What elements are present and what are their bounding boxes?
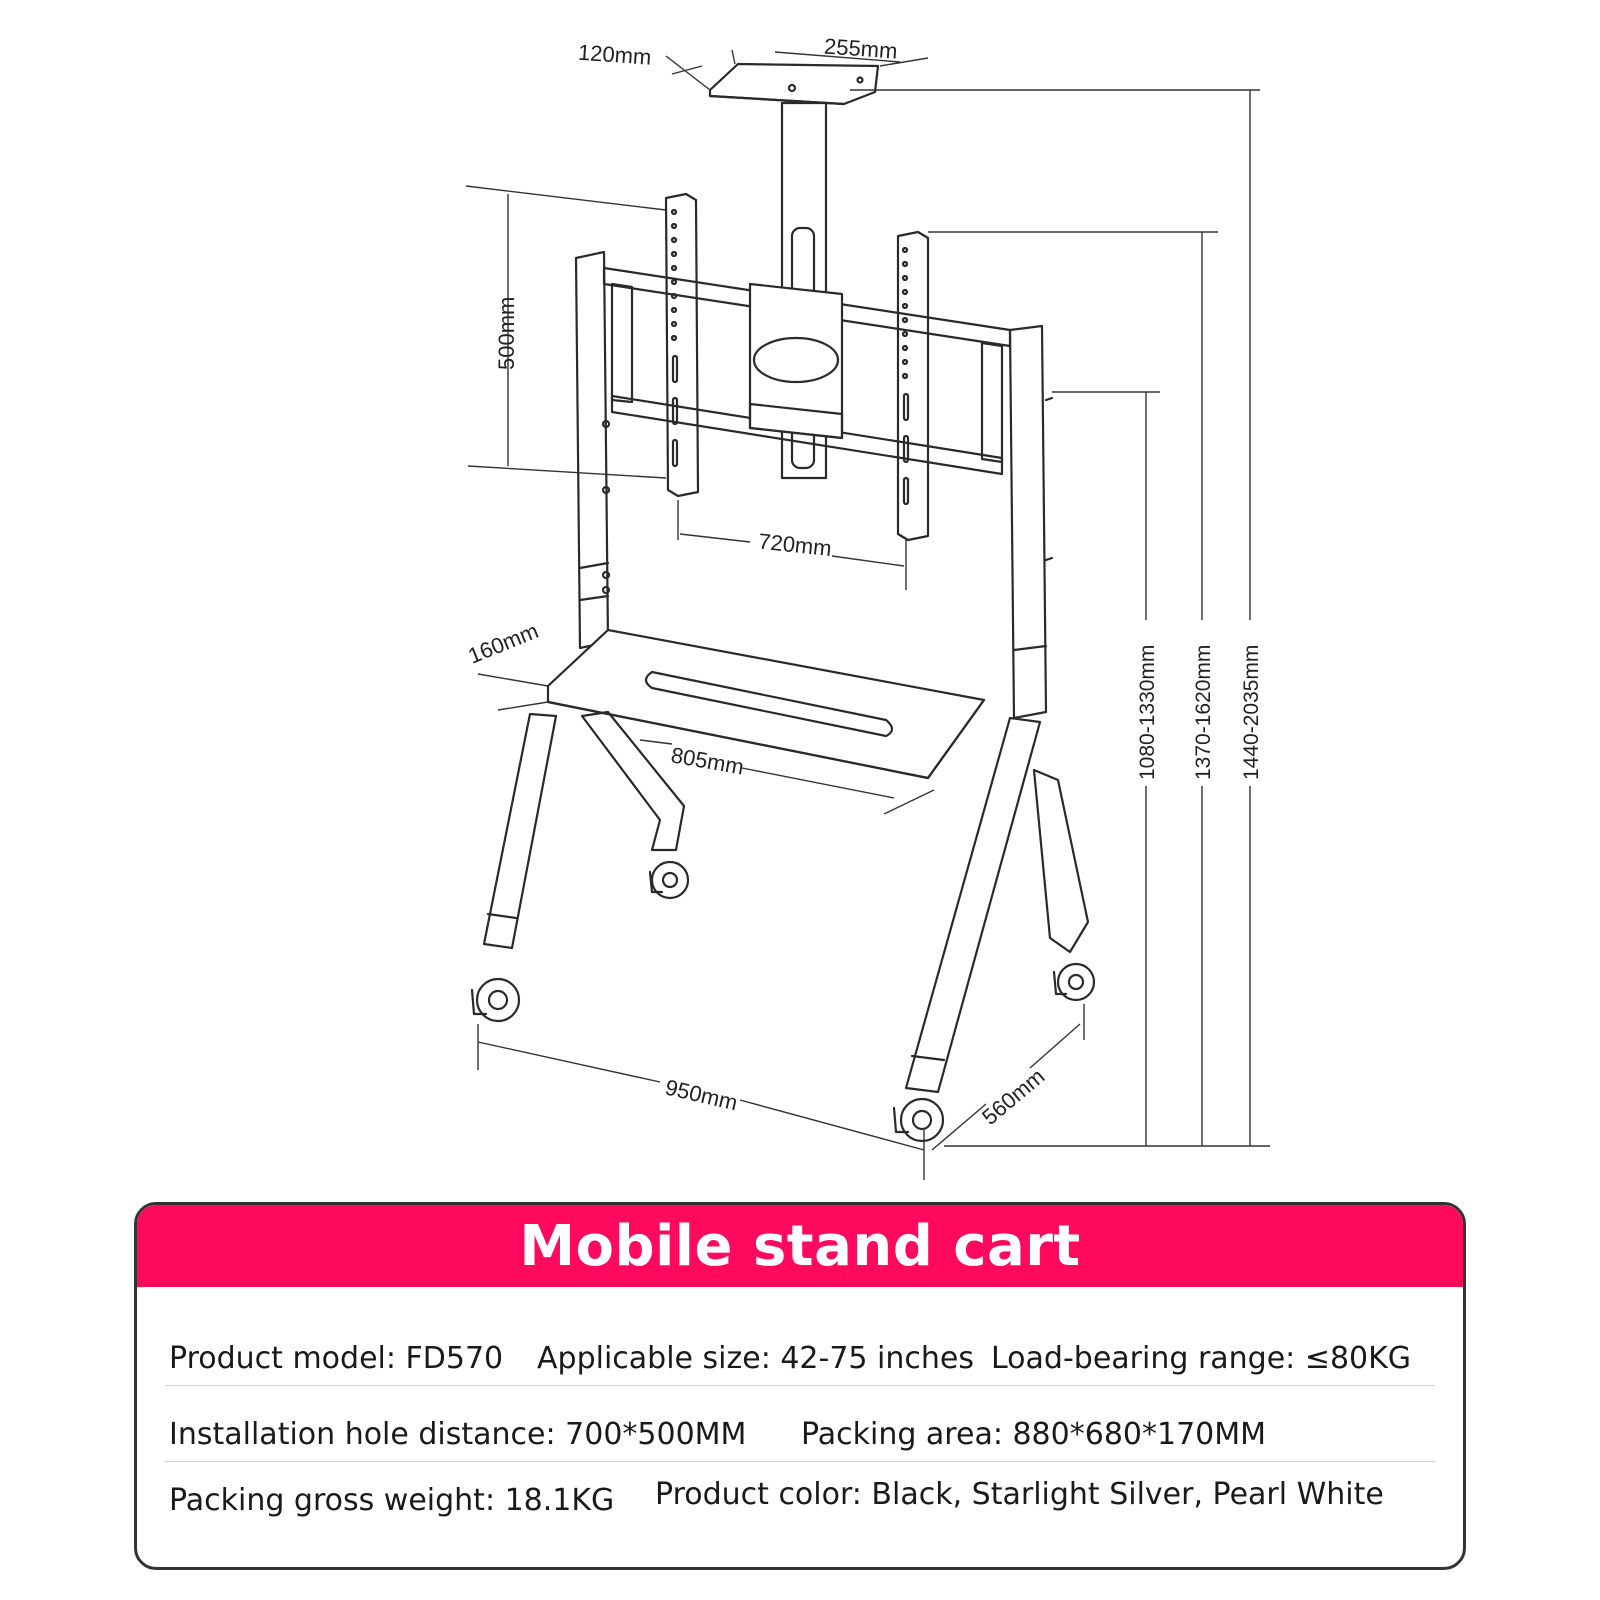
caster-wheel xyxy=(892,1097,945,1143)
dimension-lines xyxy=(465,49,1270,1180)
spec-load-bearing: Load-bearing range: ≤80KG xyxy=(991,1341,1412,1376)
left-rear-leg xyxy=(580,710,686,852)
caster-wheel xyxy=(1052,962,1096,1002)
spec-divider xyxy=(165,1385,1435,1386)
spec-panel-header: Mobile stand cart xyxy=(137,1205,1463,1287)
center-mount-plate xyxy=(748,282,844,440)
right-front-leg xyxy=(904,716,1042,1094)
dim-label-top-plate-depth: 120mm xyxy=(577,40,652,70)
spec-product-color: Product color: Black, Starlight Silver, … xyxy=(655,1477,1384,1512)
caster-wheel xyxy=(470,977,521,1023)
spec-panel-title: Mobile stand cart xyxy=(519,1213,1081,1279)
spec-gross-weight: Packing gross weight: 18.1KG xyxy=(169,1483,615,1518)
dim-label-height-range-3: 1440-2035mm xyxy=(1240,645,1263,780)
stand-cart-diagram: 120mm 255mm 500mm 720mm 160mm 805mm 950m… xyxy=(465,34,1270,1180)
dim-label-height-range-1: 1080-1330mm xyxy=(1136,645,1159,780)
shelf-tray xyxy=(546,628,986,780)
caster-wheel xyxy=(648,860,690,900)
spec-row-1: Product model: FD570 Applicable size: 42… xyxy=(165,1341,1435,1381)
dim-label-height-range-2: 1370-1620mm xyxy=(1192,645,1215,780)
spec-packing-area: Packing area: 880*680*170MM xyxy=(801,1417,1267,1452)
spec-applicable-size: Applicable size: 42-75 inches xyxy=(537,1341,974,1376)
right-vesa-bracket xyxy=(896,230,930,542)
dim-label-base-depth: 560mm xyxy=(977,1064,1049,1130)
right-rear-leg xyxy=(1032,768,1090,954)
crossbars xyxy=(602,266,1012,476)
left-vesa-bracket xyxy=(664,192,700,498)
spec-product-model: Product model: FD570 xyxy=(169,1341,504,1376)
spec-row-3: Packing gross weight: 18.1KG Product col… xyxy=(165,1477,1435,1518)
dim-label-top-plate-width: 255mm xyxy=(823,34,898,64)
spec-row-2: Installation hole distance: 700*500MM Pa… xyxy=(165,1417,1435,1457)
dim-label-bracket-width: 720mm xyxy=(757,529,833,562)
right-upright-post xyxy=(1008,324,1054,720)
spec-divider xyxy=(165,1461,1435,1462)
top-camera-plate xyxy=(708,62,880,106)
dim-label-base-width: 950mm xyxy=(663,1075,740,1116)
dim-label-bracket-height: 500mm xyxy=(494,297,519,370)
spec-hole-distance: Installation hole distance: 700*500MM xyxy=(169,1417,747,1452)
spec-panel: Mobile stand cart Product model: FD570 A… xyxy=(134,1202,1466,1570)
left-front-leg xyxy=(482,712,558,950)
dim-label-shelf-width: 805mm xyxy=(669,742,746,779)
left-upright-post xyxy=(574,250,611,650)
dim-label-shelf-depth: 160mm xyxy=(465,618,542,669)
